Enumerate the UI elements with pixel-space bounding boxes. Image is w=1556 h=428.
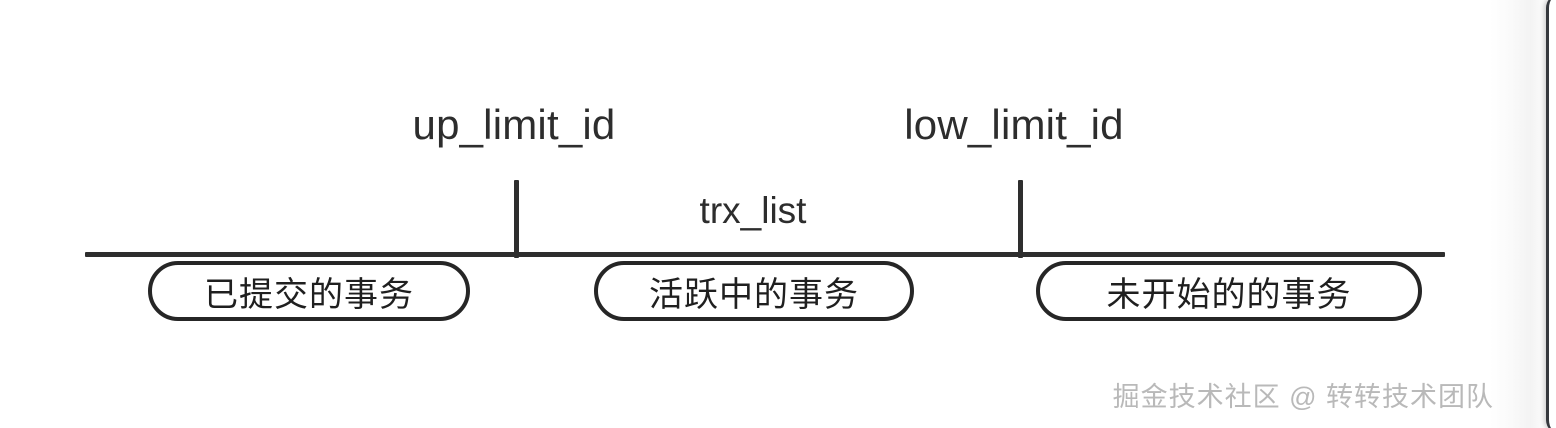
segment-committed: 已提交的事务: [148, 261, 470, 321]
page-edge-border: [1546, 0, 1556, 428]
label-low-limit-id: low_limit_id: [904, 101, 1124, 148]
page-edge-shadow: [1490, 0, 1556, 428]
segment-not-started: 未开始的的事务: [1036, 261, 1422, 321]
watermark: 掘金技术社区 @ 转转技术团队: [1112, 382, 1494, 412]
label-up-limit-id: up_limit_id: [412, 101, 616, 148]
segment-active: 活跃中的事务: [594, 261, 914, 321]
tick-up-limit-id: [514, 180, 519, 258]
tick-low-limit-id: [1018, 180, 1023, 258]
axis-line: [85, 252, 1445, 257]
label-trx-list: trx_list: [699, 190, 807, 231]
